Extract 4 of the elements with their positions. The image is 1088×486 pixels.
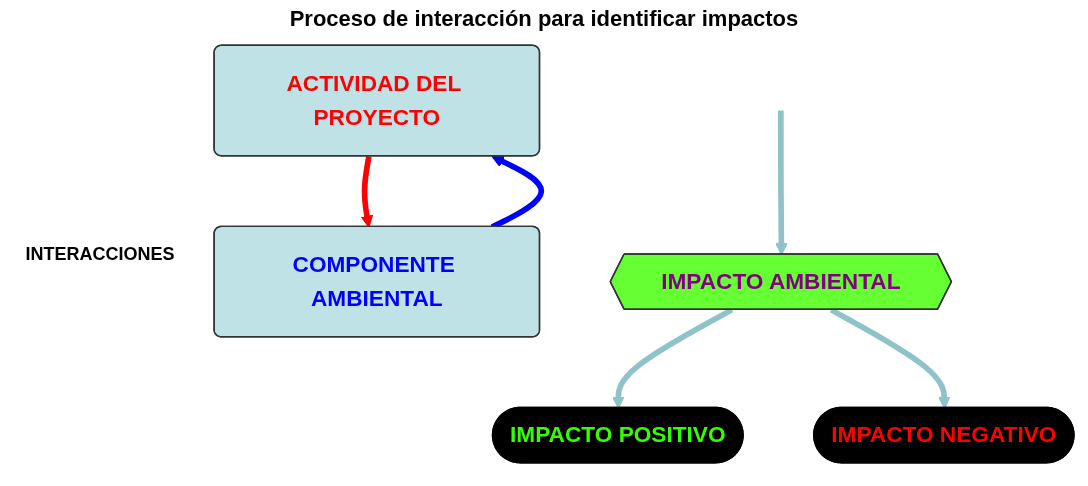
diagram-title: Proceso de interacción para identificar impactos: [288, 6, 800, 32]
arrow: [360, 155, 374, 228]
arrow: [775, 110, 788, 256]
note-text: INTERACCIONES: [25, 243, 175, 264]
